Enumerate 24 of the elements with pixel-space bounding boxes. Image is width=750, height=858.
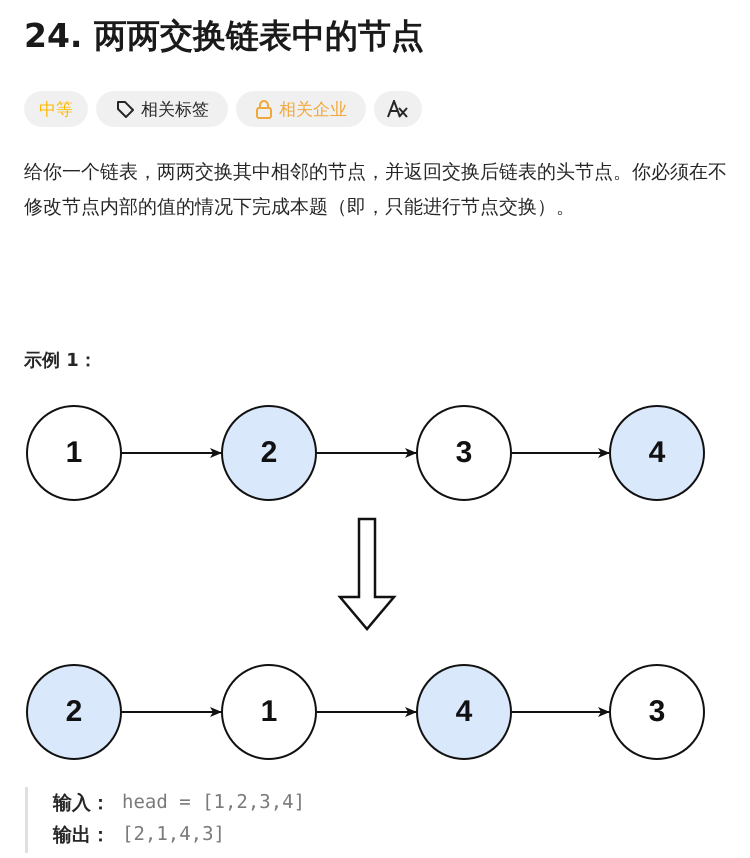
field-label: 输出：: [53, 823, 110, 848]
related-companies-button: 相关企业: [236, 91, 366, 127]
list-node-circle: 3: [416, 405, 512, 501]
arrow: [512, 448, 610, 458]
arrow: [512, 707, 610, 717]
arrow: [317, 448, 417, 458]
arrow: [122, 448, 222, 458]
arrow: [317, 707, 417, 717]
list-node-circle: 2: [26, 664, 122, 760]
field-label: 输入：: [53, 791, 110, 816]
list-node-circle: 4: [416, 664, 512, 760]
related-tags-button: 相关标签: [96, 91, 228, 127]
list-node-circle: 4: [609, 405, 705, 501]
list-node-circle: 1: [26, 405, 122, 501]
problem-title: 24. 两两交换链表中的节点: [24, 15, 424, 57]
example-heading: 示例 1：: [24, 349, 97, 372]
code-value: [2,1,4,3]: [122, 823, 225, 845]
list-node-circle: 2: [221, 405, 317, 501]
difficulty-tag: 中等: [24, 91, 88, 127]
arrow: [122, 707, 222, 717]
list-node-circle: 3: [609, 664, 705, 760]
code-value: head = [1,2,3,4]: [122, 791, 306, 813]
problem-description: 给你一个链表，两两交换其中相邻的节点，并返回交换后链表的头节点。你必须在不修改节点内部的值的情况下完成本题（即，只能进行节点交换）。: [24, 160, 728, 220]
list-node-circle: 1: [221, 664, 317, 760]
